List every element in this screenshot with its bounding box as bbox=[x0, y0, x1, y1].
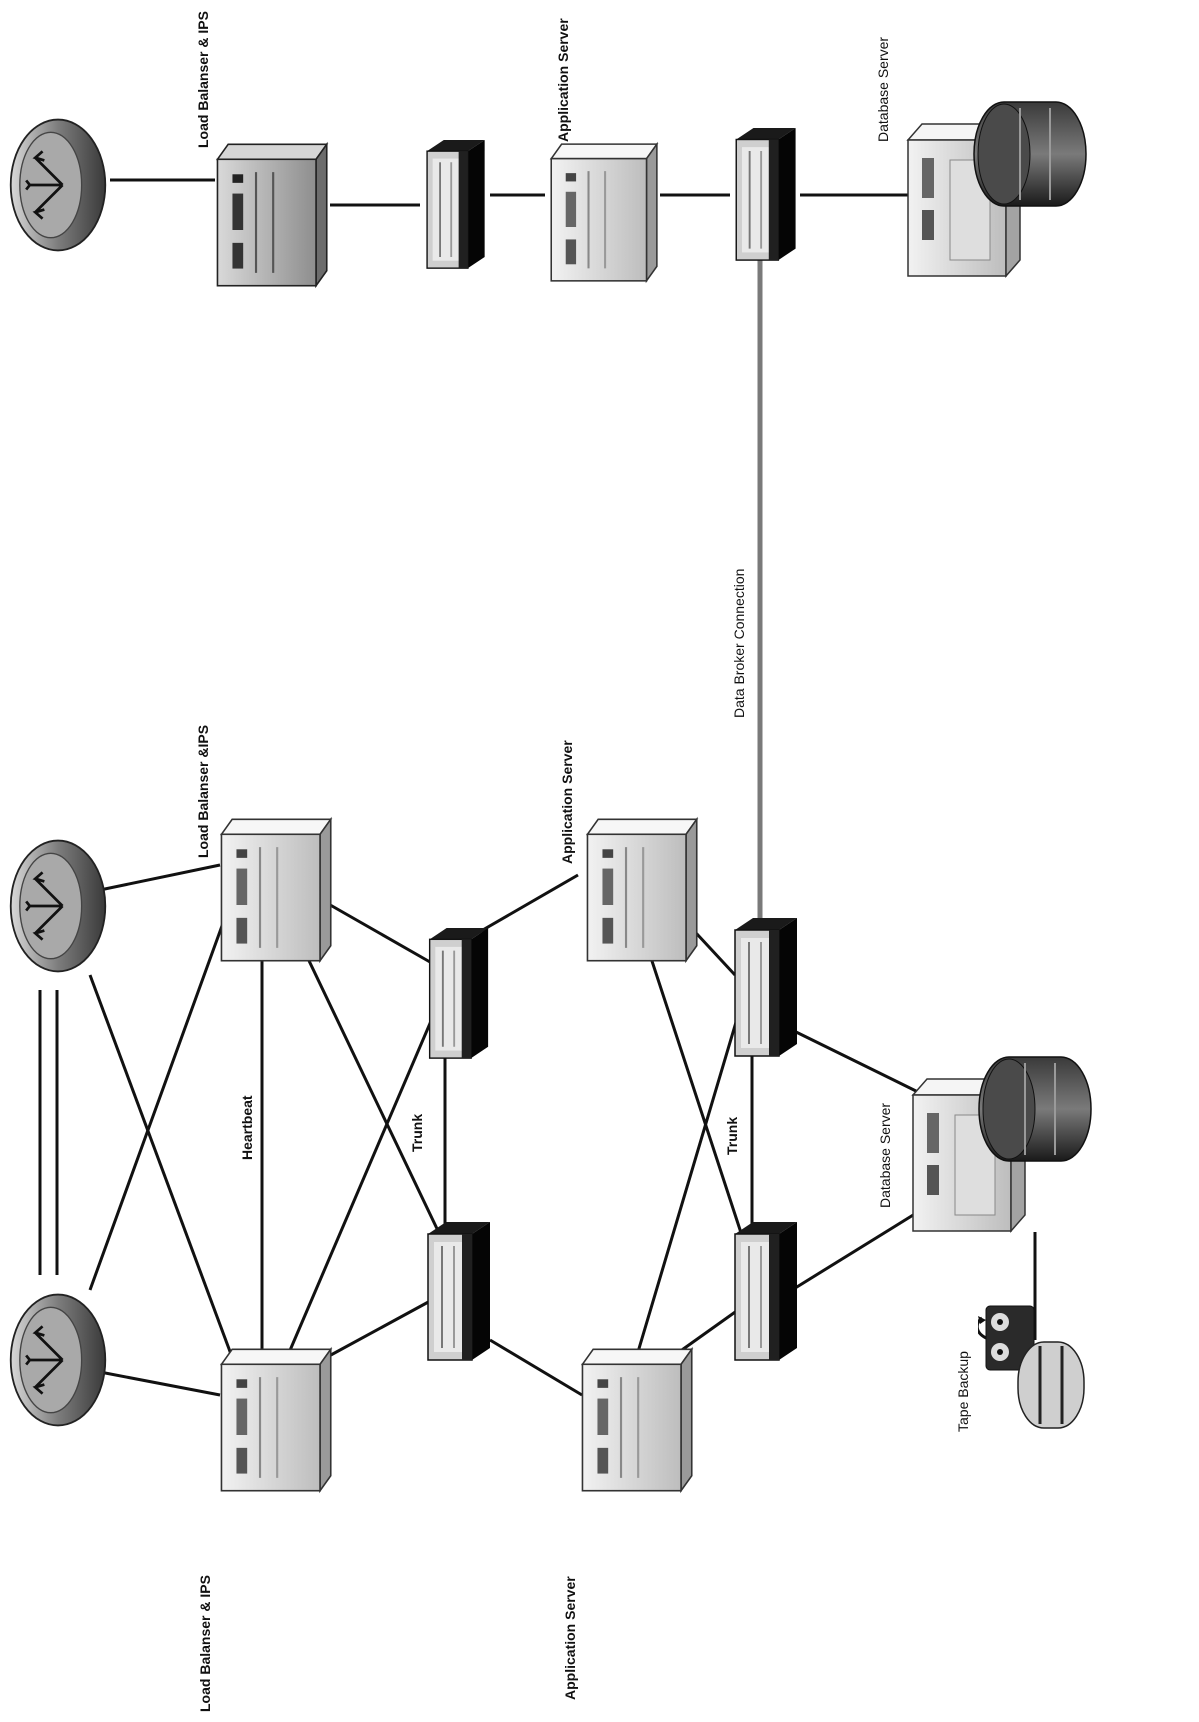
db-server-bottom-label: Database Server bbox=[877, 1103, 893, 1208]
app-server-mid-top-label: Application Server bbox=[559, 740, 575, 864]
load-balancer-mid-top-label: Load Balanser &IPS bbox=[195, 725, 211, 858]
app-server-bottom-label: Application Server bbox=[562, 1576, 578, 1700]
load-balancer-icon bbox=[216, 143, 328, 287]
heartbeat-label: Heartbeat bbox=[239, 1095, 255, 1160]
load-balancer-icon bbox=[220, 818, 332, 962]
router-icon bbox=[9, 838, 107, 974]
mesh-links bbox=[38, 863, 1037, 1397]
server-icon bbox=[550, 143, 658, 282]
load-balancer-icon bbox=[220, 1348, 332, 1492]
router-icon bbox=[9, 118, 107, 252]
switch-icon bbox=[426, 140, 486, 270]
trunk-upper-label: Trunk bbox=[409, 1114, 425, 1152]
server-icon bbox=[586, 818, 698, 962]
trunk-lower-label: Trunk bbox=[724, 1117, 740, 1155]
database-icon bbox=[907, 101, 1087, 277]
db-server-top-label: Database Server bbox=[875, 37, 891, 142]
switch-icon bbox=[426, 1222, 492, 1362]
database-icon bbox=[911, 1055, 1093, 1233]
switch-icon bbox=[733, 918, 799, 1058]
server-icon bbox=[581, 1348, 693, 1492]
load-balancer-top-label: Load Balanser & IPS bbox=[195, 11, 211, 148]
load-balancer-bottom-label: Load Balanser & IPS bbox=[197, 1575, 213, 1712]
tape-backup-label: Tape Backup bbox=[955, 1351, 971, 1432]
router-icon bbox=[9, 1292, 107, 1428]
app-server-top-label: Application Server bbox=[555, 18, 571, 142]
switch-icon bbox=[733, 1222, 799, 1362]
top-chain-links bbox=[110, 178, 910, 207]
switch-icon bbox=[735, 128, 797, 262]
tape-backup-icon bbox=[978, 1304, 1086, 1430]
switch-icon bbox=[428, 928, 490, 1060]
data-broker-connection-label: Data Broker Connection bbox=[731, 569, 747, 718]
